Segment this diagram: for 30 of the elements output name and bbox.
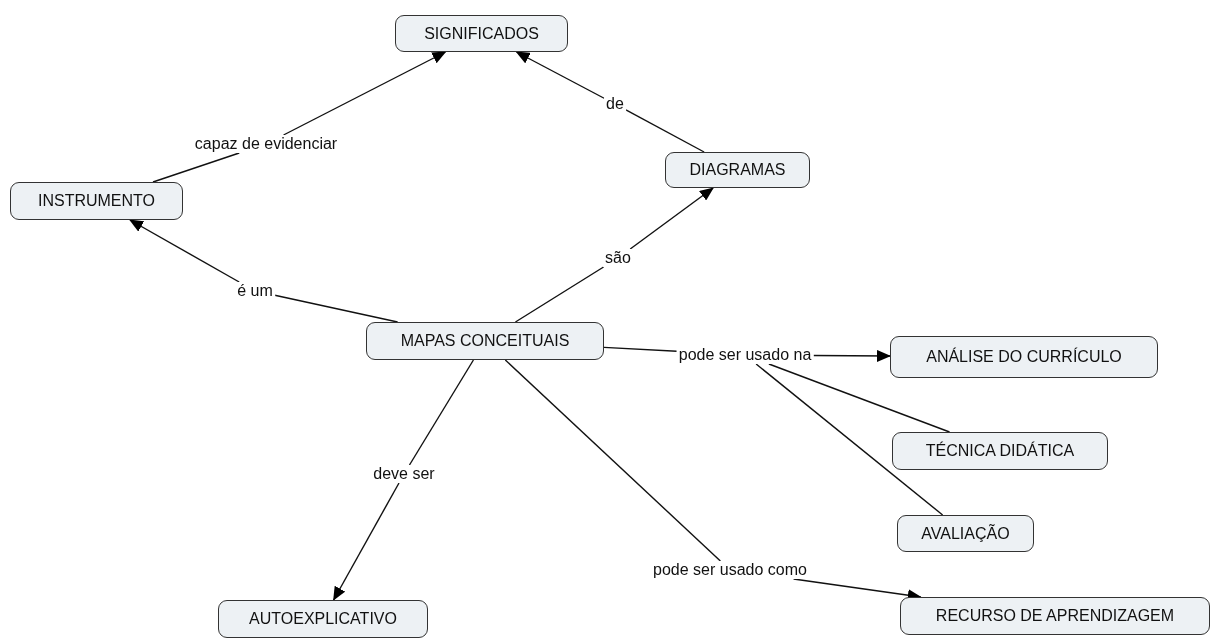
arrow <box>332 482 400 601</box>
arrow <box>282 51 447 136</box>
connector-line <box>514 266 605 323</box>
linking-phrase: capaz de evidenciar <box>192 135 340 153</box>
linking-phrase: pode ser usado como <box>651 561 809 579</box>
linking-phrase: pode ser usado na <box>676 346 814 364</box>
linking-phrase: deve ser <box>371 465 437 483</box>
connector-line <box>625 109 705 153</box>
concept-box: AVALIAÇÃO <box>897 515 1034 552</box>
linking-phrase: de <box>604 95 626 113</box>
arrow <box>812 349 891 362</box>
connector-line <box>274 294 399 323</box>
concept-box: TÉCNICA DIDÁTICA <box>892 432 1108 470</box>
concept-box: SIGNIFICADOS <box>395 15 568 52</box>
connector-line <box>603 346 678 352</box>
connector-line <box>755 363 944 516</box>
concept-box: DIAGRAMAS <box>665 152 810 188</box>
concept-box: ANÁLISE DO CURRÍCULO <box>890 336 1158 378</box>
concept-box: AUTOEXPLICATIVO <box>218 600 428 638</box>
concept-box: RECURSO DE APRENDIZAGEM <box>900 597 1210 635</box>
linking-phrase: são <box>603 249 633 267</box>
arrow <box>515 51 605 99</box>
connector-line <box>408 359 475 466</box>
concept-box: MAPAS CONCEITUAIS <box>366 322 604 360</box>
connector-line <box>768 363 951 433</box>
connector-line <box>152 152 240 183</box>
connector-line <box>504 359 722 562</box>
arrow <box>129 219 240 283</box>
concept-box: INSTRUMENTO <box>10 182 183 220</box>
arrow <box>629 187 714 250</box>
